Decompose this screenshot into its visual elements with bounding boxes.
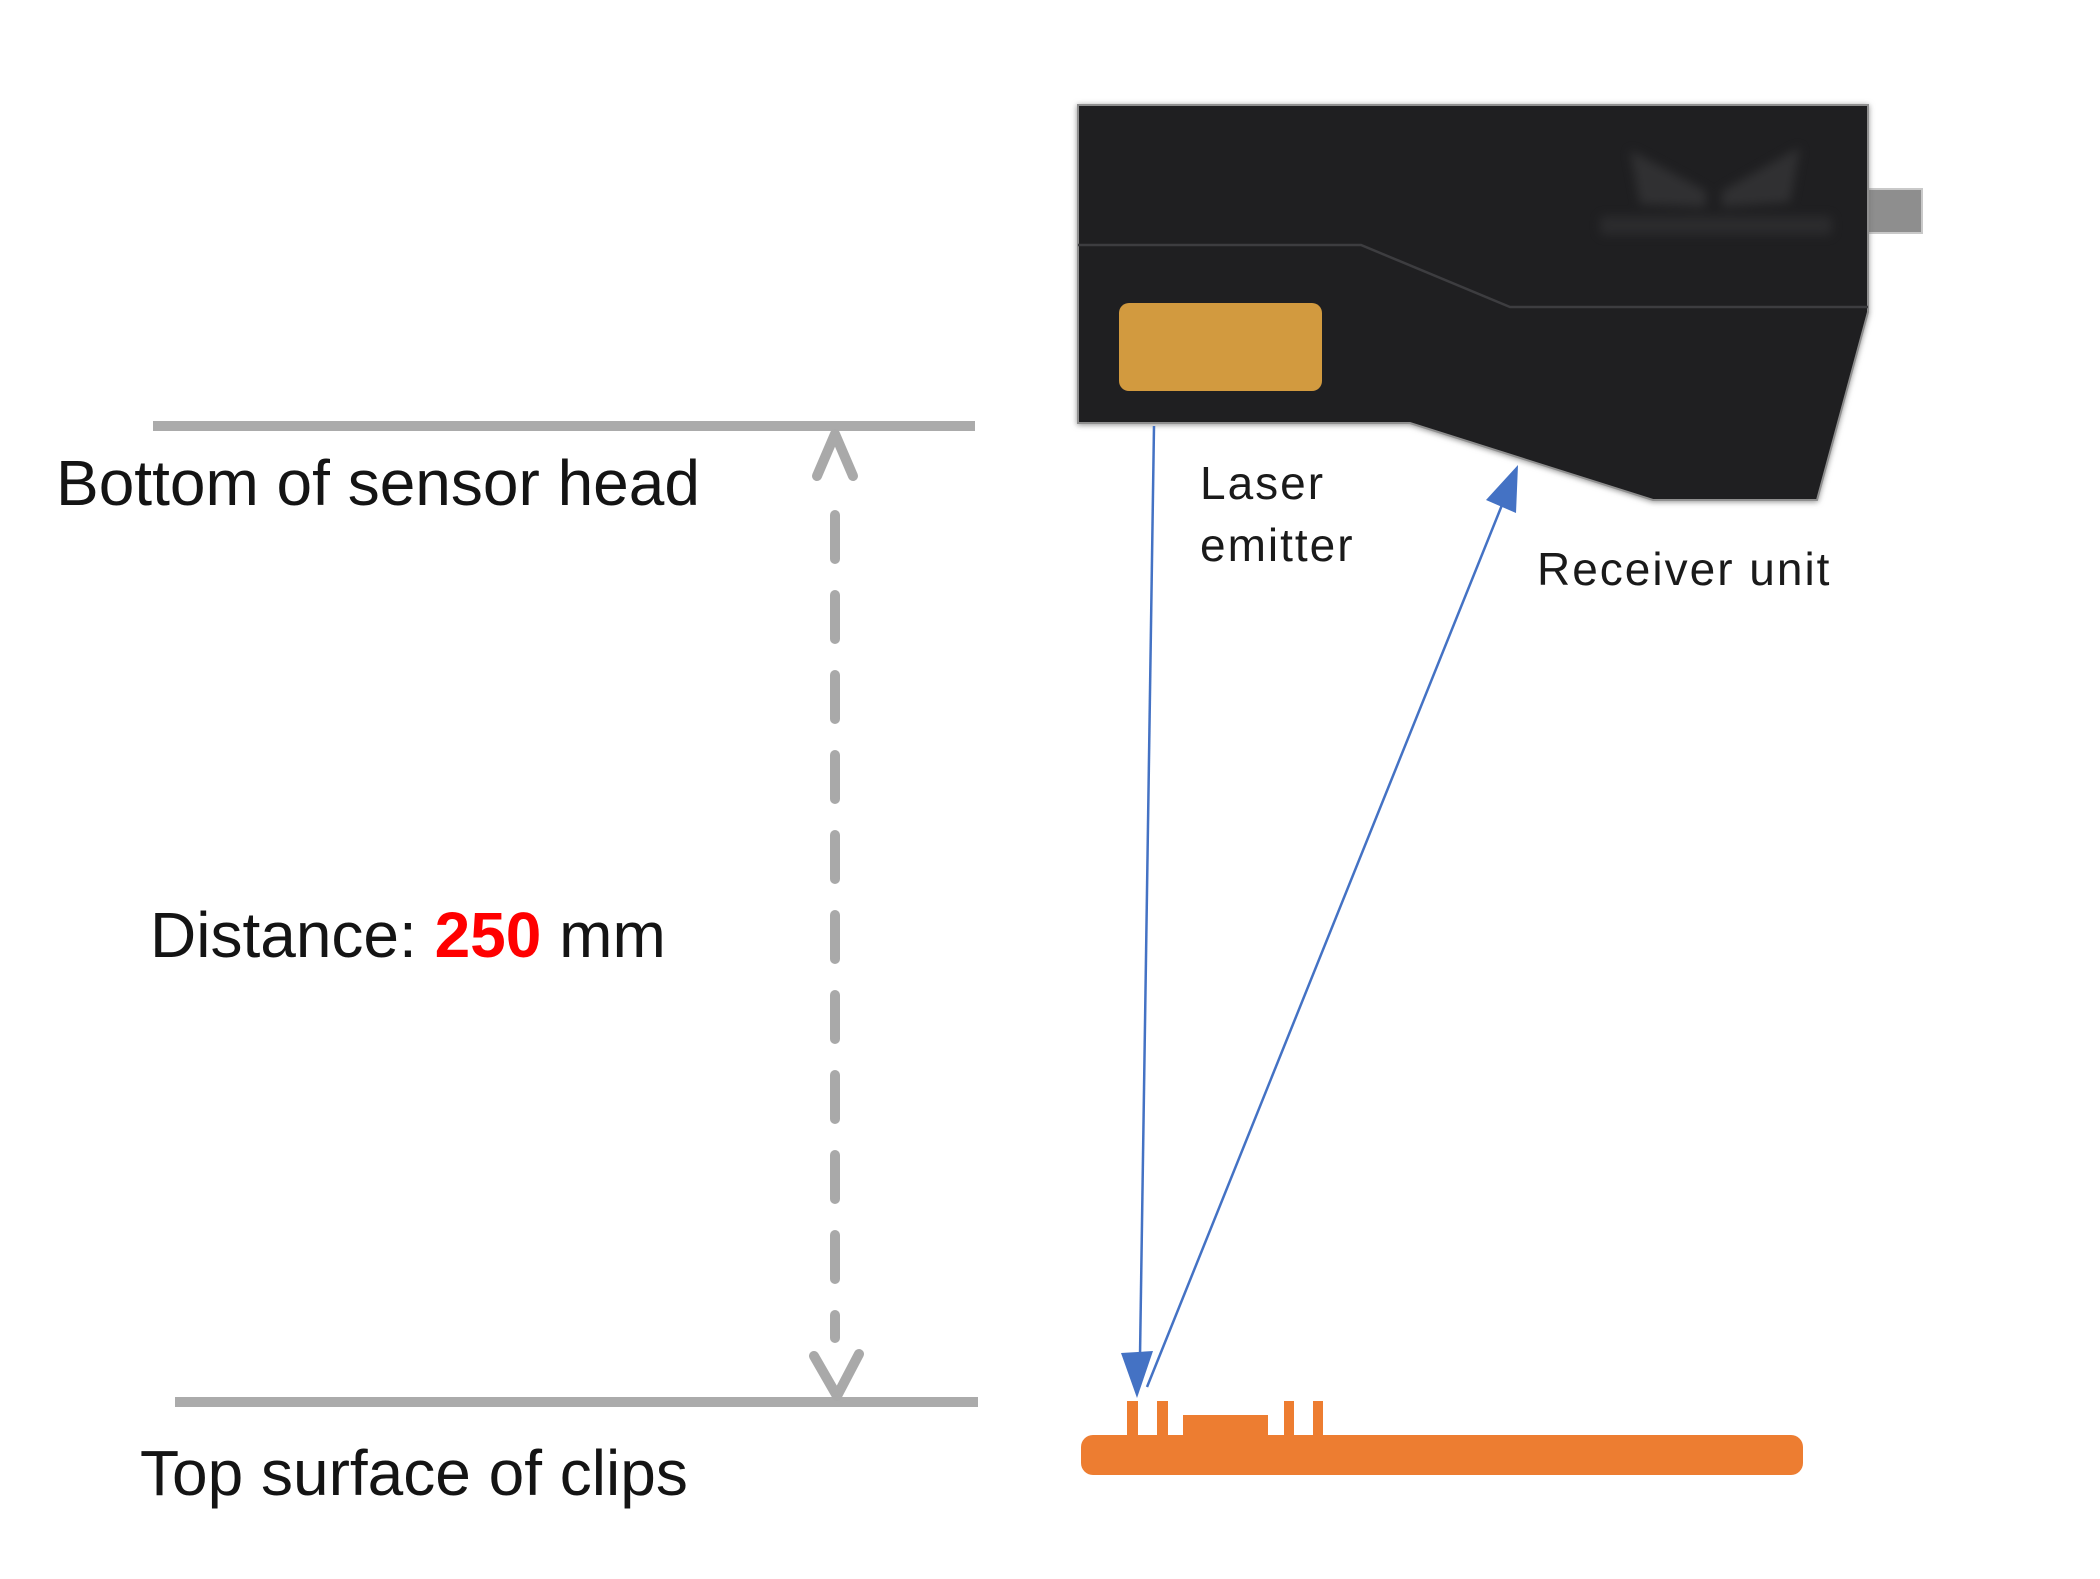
distance-unit: mm	[559, 899, 666, 971]
clip-pin-1	[1127, 1401, 1138, 1437]
sensor-bottom-label: Bottom of sensor head	[56, 447, 700, 519]
distance-value: 250	[434, 899, 542, 971]
clips-board-graphic	[1081, 1401, 1803, 1475]
laser-emitter-label: Laser emitter	[1200, 457, 1355, 572]
clip-pin-3	[1284, 1401, 1294, 1437]
laser-emitter-window	[1119, 303, 1322, 391]
receiver-unit-label: Receiver unit	[1537, 543, 1832, 595]
laser-beam-arrow	[1121, 425, 1156, 1398]
clip-block	[1183, 1415, 1268, 1437]
connector-tab	[1865, 188, 1923, 234]
sensor-head-graphic	[1077, 104, 1869, 501]
clips-top-label: Top surface of clips	[140, 1437, 688, 1509]
clip-pin-4	[1313, 1401, 1323, 1437]
clip-pin-2	[1157, 1401, 1168, 1437]
distance-arrow-icon	[809, 429, 864, 1401]
mech-mind-logo-blur	[1600, 147, 1832, 235]
clips-top-reference-line	[175, 1397, 978, 1407]
distance-label: Distance: 250 mm	[150, 900, 666, 970]
distance-prefix: Distance:	[150, 899, 417, 971]
receiver-beam-arrow	[1145, 465, 1518, 1388]
sensor-bottom-reference-line	[153, 421, 975, 431]
